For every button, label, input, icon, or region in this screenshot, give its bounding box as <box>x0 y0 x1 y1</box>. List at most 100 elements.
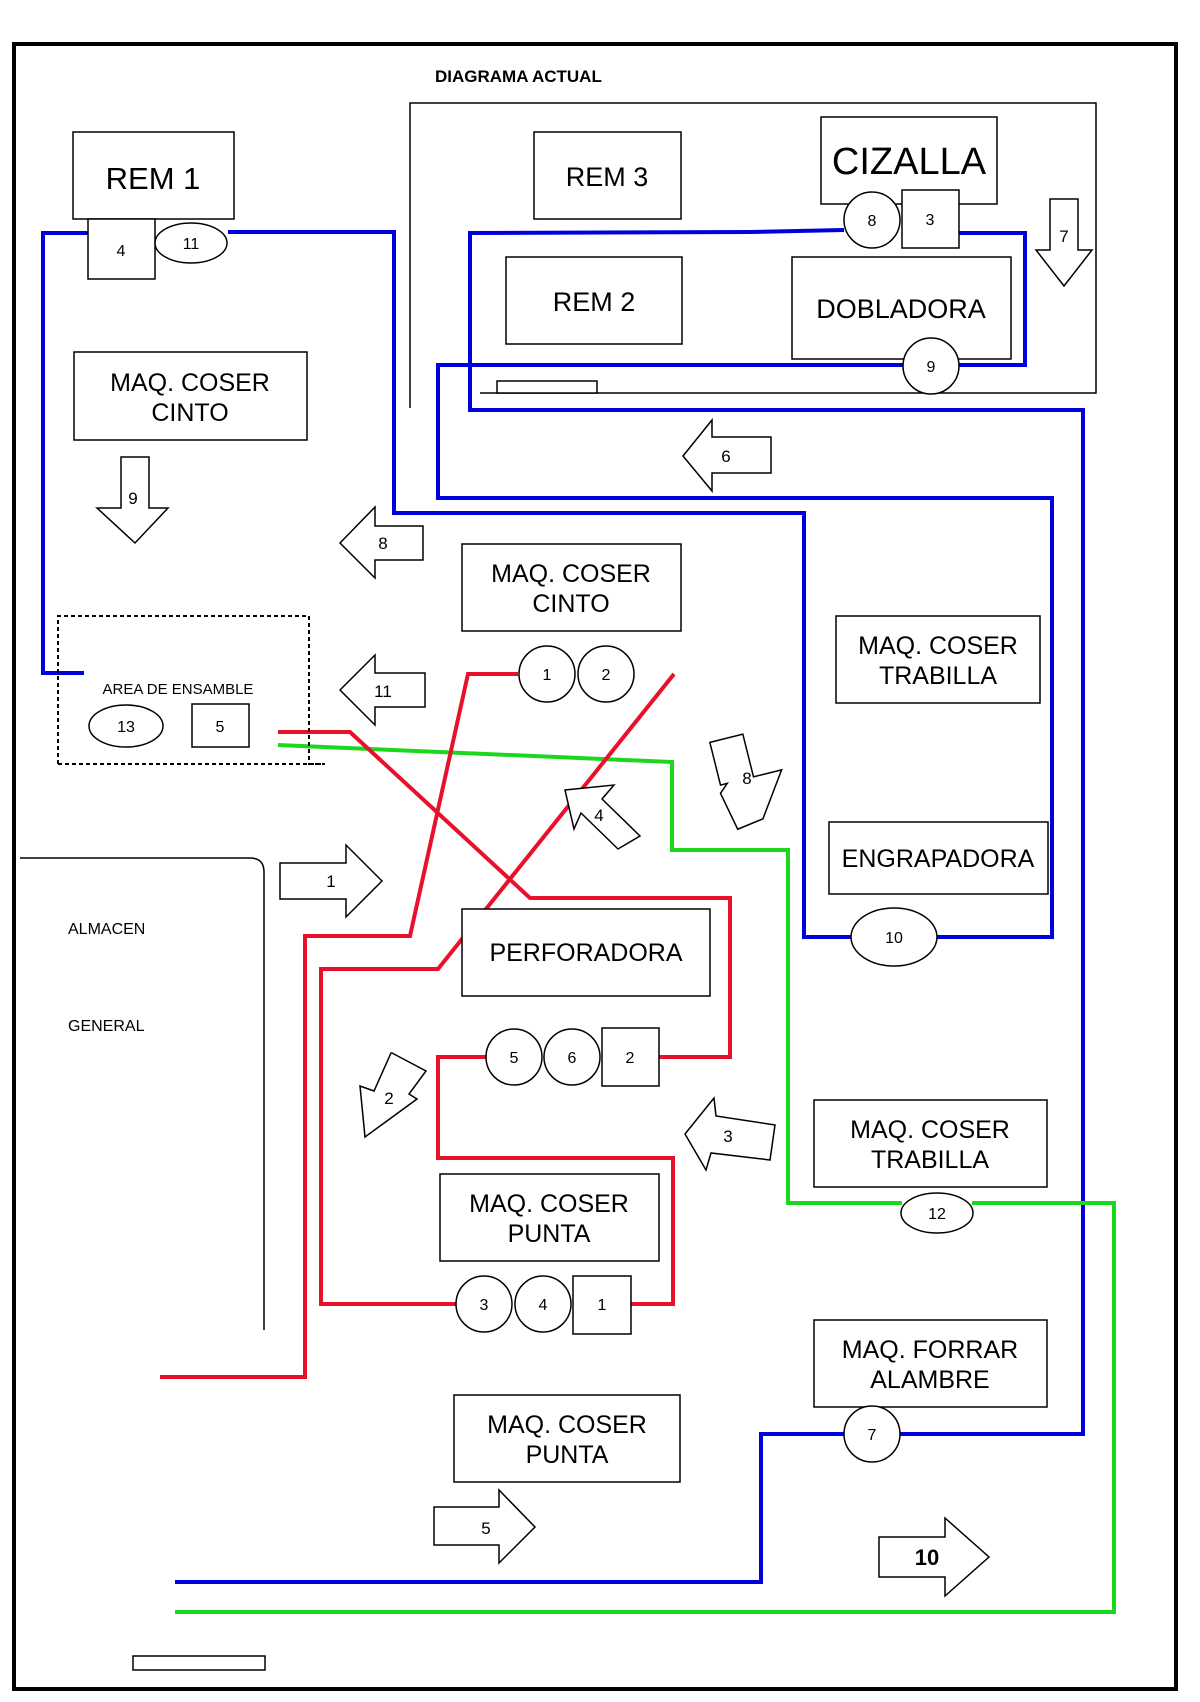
svg-text:5: 5 <box>216 719 225 736</box>
maq-forrar-alambre-box: MAQ. FORRAR ALAMBRE <box>813 1319 1048 1408</box>
svg-text:3: 3 <box>723 1127 732 1146</box>
blue-flow-line-4 <box>958 231 1027 367</box>
svg-text:4: 4 <box>594 806 603 825</box>
forrar-line2: ALAMBRE <box>870 1366 989 1394</box>
arrow-left-3: 3 <box>684 1096 776 1172</box>
inspection-square-3: 3 <box>901 189 960 249</box>
engrapadora-box: ENGRAPADORA <box>828 821 1049 895</box>
arrow-right-1: 1 <box>279 843 384 919</box>
arrow-down-7: 7 <box>1034 198 1094 288</box>
svg-text:2: 2 <box>384 1089 393 1108</box>
svg-text:8: 8 <box>378 534 387 553</box>
svg-text:12: 12 <box>928 1206 946 1223</box>
rem2-box: REM 2 <box>505 256 683 345</box>
trabilla-bottom-line2: TRABILLA <box>871 1146 989 1174</box>
area-ensamble: AREA DE ENSAMBLE <box>57 615 325 765</box>
arrow-down-left-2: 2 <box>359 1052 428 1139</box>
rem2-label: REM 2 <box>553 287 636 317</box>
area-ensamble-label: AREA DE ENSAMBLE <box>103 681 254 698</box>
blue-flow-line-2 <box>228 230 852 939</box>
punta-mid-line1: MAQ. COSER <box>469 1190 629 1218</box>
punta-mid-line2: PUNTA <box>508 1220 591 1248</box>
red-flow-line-2 <box>436 1055 675 1306</box>
maq-coser-cinto-left-box: MAQ. COSER CINTO <box>73 351 308 441</box>
svg-text:4: 4 <box>117 243 126 260</box>
blue-flow-line-6 <box>175 1432 844 1584</box>
inspection-square-4: 4 <box>87 218 156 280</box>
svg-text:6: 6 <box>568 1050 577 1067</box>
cinto-center-line1: MAQ. COSER <box>491 560 651 588</box>
svg-text:11: 11 <box>374 682 392 701</box>
engrapadora-label: ENGRAPADORA <box>842 845 1035 873</box>
red-flow-line-3 <box>319 672 676 1306</box>
cinto-left-line2: CINTO <box>151 399 228 427</box>
blue-flow-line-1 <box>41 231 88 675</box>
cinto-left-line1: MAQ. COSER <box>110 369 270 397</box>
arrow-down-9: 9 <box>95 456 170 545</box>
red-flow-line-1 <box>278 730 732 1059</box>
trabilla-top-line1: MAQ. COSER <box>858 632 1018 660</box>
arrow-right-10: 10 <box>878 1516 991 1598</box>
legend-bar <box>132 1655 266 1671</box>
maq-coser-punta-bottom-box: MAQ. COSER PUNTA <box>453 1394 681 1483</box>
rem1-box: REM 1 <box>72 131 235 220</box>
enclosure-door <box>496 380 598 394</box>
svg-text:10: 10 <box>885 930 903 947</box>
maq-coser-trabilla-bottom-box: MAQ. COSER TRABILLA <box>813 1099 1048 1188</box>
operation-circle-6: 6 <box>543 1028 601 1086</box>
svg-text:9: 9 <box>927 359 936 376</box>
dobladora-box: DOBLADORA <box>791 256 1012 360</box>
trabilla-bottom-line1: MAQ. COSER <box>850 1116 1010 1144</box>
arrow-right-5: 5 <box>433 1488 537 1565</box>
red-flow-line-4 <box>160 672 518 1379</box>
svg-text:2: 2 <box>626 1050 635 1067</box>
inspection-square-2: 2 <box>601 1027 660 1087</box>
svg-text:1: 1 <box>543 667 552 684</box>
almacen-label: ALMACEN <box>68 921 145 938</box>
maq-coser-trabilla-top-box: MAQ. COSER TRABILLA <box>835 615 1041 704</box>
inspection-square-1: 1 <box>572 1275 632 1335</box>
arrow-left-6: 6 <box>682 417 772 494</box>
punta-bottom-line2: PUNTA <box>526 1441 609 1469</box>
svg-text:6: 6 <box>721 447 730 466</box>
svg-text:3: 3 <box>926 212 935 229</box>
perforadora-box: PERFORADORA <box>461 908 711 997</box>
inspection-square-5: 5 <box>191 703 250 748</box>
rem3-box: REM 3 <box>533 131 682 220</box>
trabilla-top-line2: TRABILLA <box>879 662 997 690</box>
diagram-title: DIAGRAMA ACTUAL <box>435 67 602 86</box>
svg-text:8: 8 <box>868 213 877 230</box>
svg-text:4: 4 <box>539 1297 548 1314</box>
svg-text:5: 5 <box>481 1519 490 1538</box>
operation-circle-2: 2 <box>577 645 635 703</box>
operation-circle-4: 4 <box>514 1275 572 1333</box>
blue-flow-line-3 <box>436 363 1054 939</box>
svg-text:13: 13 <box>117 719 135 736</box>
page-border <box>12 42 1178 1691</box>
blue-flow-line-5 <box>468 228 1085 1436</box>
rem1-label: REM 1 <box>106 161 201 196</box>
svg-text:8: 8 <box>742 769 751 788</box>
arrow-down-right-8: 8 <box>708 733 783 831</box>
operation-ellipse-10: 10 <box>850 907 938 967</box>
svg-text:7: 7 <box>1059 227 1068 246</box>
operation-ellipse-13: 13 <box>88 704 164 748</box>
enclosure-outline <box>409 102 1097 408</box>
operation-circle-5: 5 <box>485 1028 543 1086</box>
svg-text:1: 1 <box>598 1297 607 1314</box>
maq-coser-cinto-center-box: MAQ. COSER CINTO <box>461 543 682 632</box>
arrow-left-8: 8 <box>338 505 424 580</box>
forrar-line1: MAQ. FORRAR <box>842 1336 1018 1364</box>
svg-text:3: 3 <box>480 1297 489 1314</box>
perforadora-label: PERFORADORA <box>489 939 682 967</box>
rem3-label: REM 3 <box>566 162 649 192</box>
operation-circle-8: 8 <box>843 191 901 249</box>
svg-text:10: 10 <box>915 1545 939 1570</box>
operation-ellipse-12: 12 <box>900 1192 974 1234</box>
green-flow-line-2 <box>175 1201 1116 1614</box>
svg-text:9: 9 <box>128 489 137 508</box>
svg-text:2: 2 <box>602 667 611 684</box>
maq-coser-punta-mid-box: MAQ. COSER PUNTA <box>439 1173 660 1262</box>
